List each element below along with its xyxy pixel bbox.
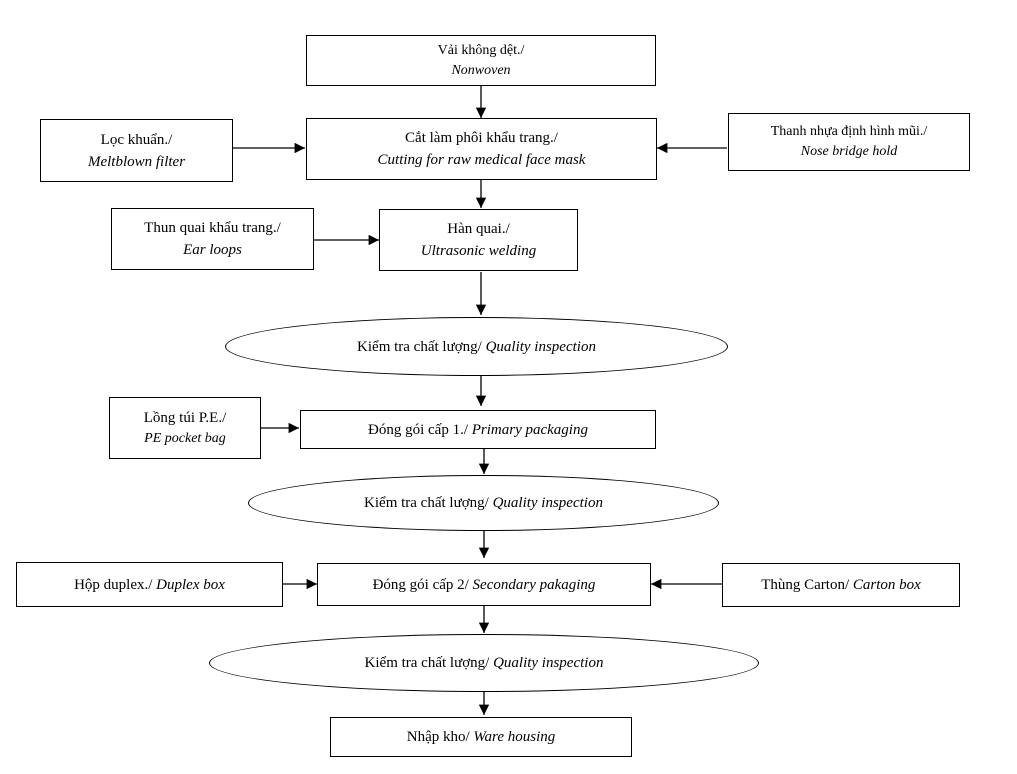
node-carton-en: Carton box bbox=[852, 577, 921, 593]
node-warehouse-vi: Nhập kho/ bbox=[406, 729, 474, 745]
node-pe-pocket-bag: Lồng túi P.E./ PE pocket bag bbox=[109, 397, 261, 459]
node-earloops-vi: Thun quai khẩu trang./ bbox=[144, 220, 281, 236]
node-quality-inspection-2: Kiểm tra chất lượng/ Quality inspection bbox=[248, 475, 719, 531]
node-earloops-en: Ear loops bbox=[183, 242, 242, 258]
node-pebag-en: PE pocket bag bbox=[144, 431, 226, 446]
node-nose-en: Nose bridge hold bbox=[800, 144, 898, 159]
node-primary-en: Primary packaging bbox=[471, 421, 588, 438]
node-meltblown-vi: Lọc khuẩn./ bbox=[100, 131, 173, 148]
node-nonwoven-vi: Vải không dệt./ bbox=[437, 42, 525, 58]
node-meltblown-filter: Lọc khuẩn./ Meltblown filter bbox=[40, 119, 233, 182]
node-qc1-en: Quality inspection bbox=[485, 338, 596, 355]
node-pebag-vi: Lồng túi P.E./ bbox=[143, 410, 227, 426]
node-secondary-en: Secondary pakaging bbox=[472, 576, 596, 593]
node-qc2-en: Quality inspection bbox=[492, 495, 603, 511]
node-quality-inspection-3: Kiểm tra chất lượng/ Quality inspection bbox=[209, 634, 759, 692]
node-nose-bridge: Thanh nhựa định hình mũi./ Nose bridge h… bbox=[728, 113, 970, 171]
node-nose-vi: Thanh nhựa định hình mũi./ bbox=[770, 124, 928, 139]
node-primary-packaging: Đóng gói cấp 1./ Primary packaging bbox=[300, 410, 656, 449]
node-carton-vi: Thùng Carton/ bbox=[761, 577, 853, 593]
node-duplex-box: Hộp duplex./ Duplex box bbox=[16, 562, 283, 607]
node-primary-vi: Đóng gói cấp 1./ bbox=[368, 421, 472, 438]
node-cutting-en: Cutting for raw medical face mask bbox=[377, 152, 586, 168]
node-quality-inspection-1: Kiểm tra chất lượng/ Quality inspection bbox=[225, 317, 728, 376]
node-nonwoven-en: Nonwoven bbox=[451, 62, 511, 78]
node-qc2-vi: Kiểm tra chất lượng/ bbox=[364, 495, 493, 511]
node-ware-housing: Nhập kho/ Ware housing bbox=[330, 717, 632, 757]
node-nonwoven: Vải không dệt./ Nonwoven bbox=[306, 35, 656, 86]
node-welding-en: Ultrasonic welding bbox=[420, 243, 537, 259]
node-secondary-vi: Đóng gói cấp 2/ bbox=[372, 576, 473, 593]
node-duplex-en: Duplex box bbox=[156, 576, 225, 593]
node-carton-box: Thùng Carton/ Carton box bbox=[722, 563, 960, 607]
node-welding-vi: Hàn quai./ bbox=[447, 221, 510, 237]
node-qc1-vi: Kiểm tra chất lượng/ bbox=[357, 338, 486, 355]
node-warehouse-en: Ware housing bbox=[473, 729, 556, 745]
node-secondary-packaging: Đóng gói cấp 2/ Secondary pakaging bbox=[317, 563, 651, 606]
node-meltblown-en: Meltblown filter bbox=[87, 153, 186, 170]
node-ear-loops: Thun quai khẩu trang./ Ear loops bbox=[111, 208, 314, 270]
node-cutting-vi: Cắt làm phôi khẩu trang./ bbox=[405, 130, 558, 146]
node-qc3-vi: Kiểm tra chất lượng/ bbox=[364, 655, 494, 671]
node-qc3-en: Quality inspection bbox=[493, 655, 604, 671]
node-duplex-vi: Hộp duplex./ bbox=[74, 576, 157, 593]
node-ultrasonic-welding: Hàn quai./ Ultrasonic welding bbox=[379, 209, 578, 271]
node-cutting: Cắt làm phôi khẩu trang./ Cutting for ra… bbox=[306, 118, 657, 180]
